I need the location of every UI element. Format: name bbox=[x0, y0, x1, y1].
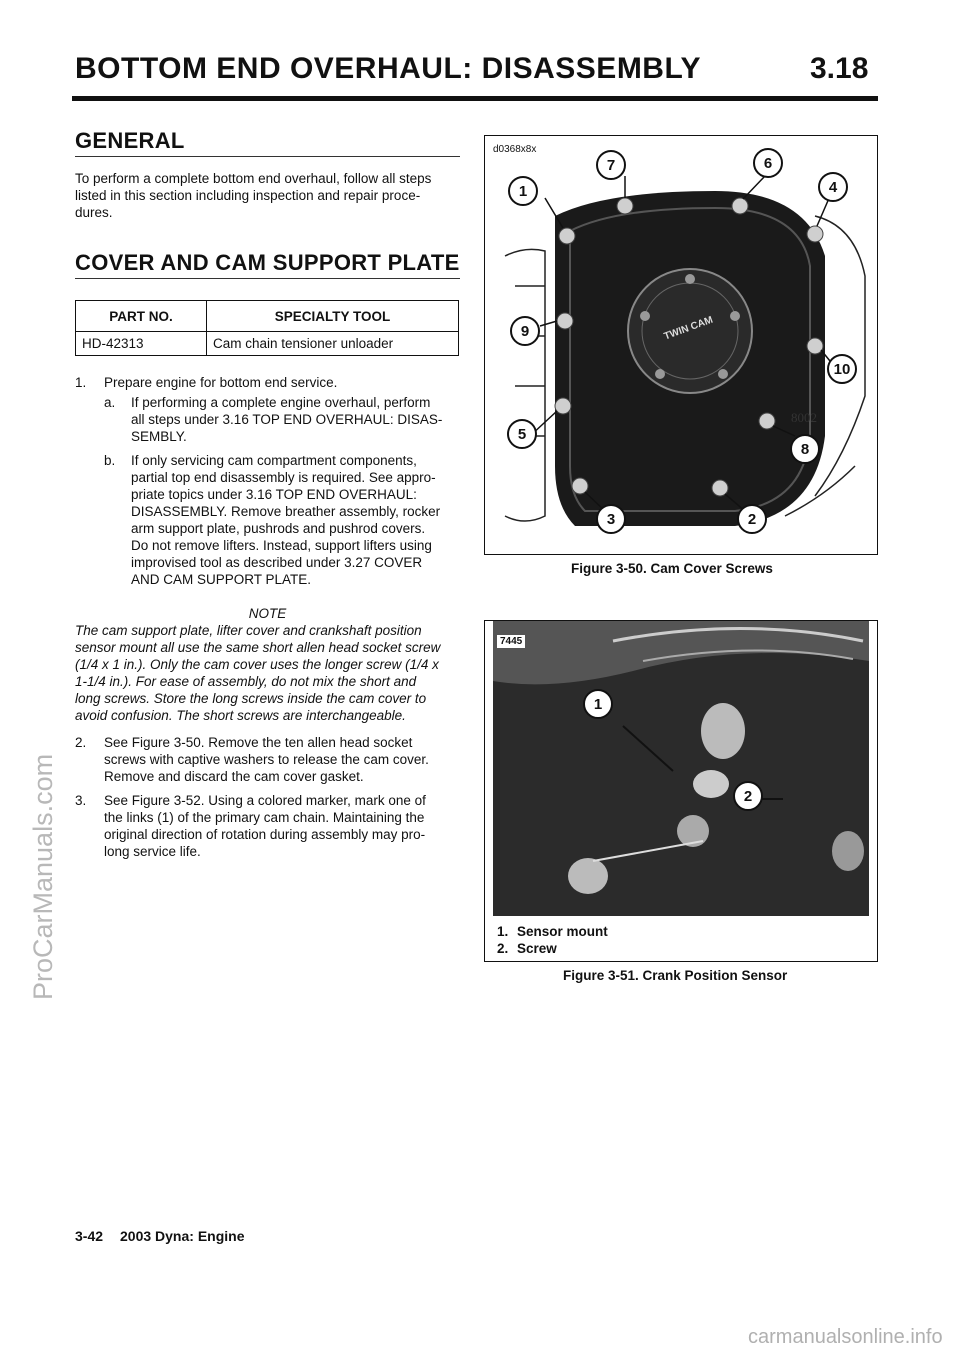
crank-sensor-photo-art bbox=[493, 621, 869, 894]
text-line: The cam support plate, lifter cover and … bbox=[75, 623, 422, 638]
cover-rule bbox=[75, 278, 460, 279]
table-header: PART NO. bbox=[75, 300, 207, 332]
text-line: original direction of rotation during as… bbox=[104, 827, 426, 842]
general-paragraph: To perform a complete bottom end overhau… bbox=[75, 170, 465, 221]
text-line: Remove and discard the cam cover gasket. bbox=[104, 769, 364, 784]
legend-item: 2. Screw bbox=[497, 940, 608, 957]
text-line: avoid confusion. The short screws are in… bbox=[75, 708, 406, 723]
cam-cover-illustration bbox=[504, 175, 866, 526]
legend-number: 2. bbox=[497, 941, 509, 956]
text-line: See Figure 3-52. Using a colored marker,… bbox=[104, 793, 426, 808]
step-2-text: See Figure 3-50. Remove the ten allen he… bbox=[104, 734, 464, 785]
callout-5: 5 bbox=[507, 419, 537, 449]
callout-6: 6 bbox=[753, 148, 783, 178]
footer-page-number: 3-42 bbox=[75, 1228, 104, 1244]
text-line: screws with captive washers to release t… bbox=[104, 752, 429, 767]
general-heading: GENERAL bbox=[75, 128, 185, 153]
figure-legend: 1. Sensor mount 2. Screw bbox=[497, 923, 608, 957]
legend-text: Screw bbox=[517, 941, 557, 956]
text-line: To perform a complete bottom end overhau… bbox=[75, 171, 432, 186]
specialty-tool-table: PART NO. SPECIALTY TOOL HD-42313 Cam cha… bbox=[75, 300, 459, 356]
table-row: HD-42313 Cam chain tensioner unloader bbox=[75, 331, 459, 356]
callout-2: 2 bbox=[733, 781, 763, 811]
callout-2: 2 bbox=[737, 504, 767, 534]
callout-7: 7 bbox=[596, 150, 626, 180]
text-line: Do not remove lifters. Instead, support … bbox=[131, 538, 432, 553]
text-line: AND CAM SUPPORT PLATE. bbox=[131, 572, 312, 587]
figure-id-label: d0368x8x bbox=[493, 144, 537, 155]
text-line: priate topics under 3.16 TOP END OVERHAU… bbox=[131, 487, 417, 502]
text-line: all steps under 3.16 TOP END OVERHAUL: D… bbox=[131, 412, 443, 427]
text-line: See Figure 3-50. Remove the ten allen he… bbox=[104, 735, 413, 750]
cover-heading: COVER AND CAM SUPPORT PLATE bbox=[75, 250, 460, 275]
text-line: improvised tool as described under 3.27 … bbox=[131, 555, 423, 570]
table-cell: HD-42313 bbox=[75, 331, 207, 356]
text-line: (1/4 x 1 in.). Only the cam cover uses t… bbox=[75, 657, 439, 672]
text-line: listed in this section including inspect… bbox=[75, 188, 421, 203]
step-1a-text: If performing a complete engine overhaul… bbox=[131, 394, 463, 445]
note-body: The cam support plate, lifter cover and … bbox=[75, 622, 467, 724]
text-line: the links (1) of the primary cam chain. … bbox=[104, 810, 425, 825]
figure-cam-cover: d0368x8x bbox=[484, 135, 878, 555]
table-cell: Cam chain tensioner unloader bbox=[206, 331, 459, 356]
page-title: BOTTOM END OVERHAUL: DISASSEMBLY bbox=[75, 52, 702, 85]
photo-id-label: 7445 bbox=[497, 635, 526, 648]
step-3-number: 3. bbox=[75, 793, 87, 808]
step-3-text: See Figure 3-52. Using a colored marker,… bbox=[104, 792, 464, 860]
step-1-number: 1. bbox=[75, 375, 87, 390]
callout-10: 10 bbox=[827, 354, 857, 384]
legend-text: Sensor mount bbox=[517, 924, 608, 939]
callout-9: 9 bbox=[510, 316, 540, 346]
figure-crank-sensor: 7445 1 2 1. Sensor mount 2. Screw bbox=[484, 620, 878, 962]
text-line: sensor mount all use the same short alle… bbox=[75, 640, 441, 655]
header-rule bbox=[72, 96, 878, 101]
legend-item: 1. Sensor mount bbox=[497, 923, 608, 940]
text-line: dures. bbox=[75, 205, 113, 220]
text-line: 1-1/4 in.). For ease of assembly, do not… bbox=[75, 674, 417, 689]
text-line: If only servicing cam compartment compon… bbox=[131, 453, 417, 468]
text-line: arm support plate, pushrods and pushrod … bbox=[131, 521, 426, 536]
table-header: SPECIALTY TOOL bbox=[206, 300, 459, 332]
text-line: DISASSEMBLY. Remove breather assembly, r… bbox=[131, 504, 441, 519]
callout-1: 1 bbox=[583, 689, 613, 719]
figure-caption-3-51: Figure 3-51. Crank Position Sensor bbox=[563, 968, 788, 983]
footer-title: 2003 Dyna: Engine bbox=[120, 1228, 245, 1244]
callout-3: 3 bbox=[596, 504, 626, 534]
section-number: 3.18 bbox=[810, 52, 869, 85]
note-heading: NOTE bbox=[248, 606, 287, 621]
general-rule bbox=[75, 156, 460, 157]
stamp-text: 8002 bbox=[791, 410, 817, 425]
bottom-watermark: carmanualsonline.info bbox=[748, 1326, 943, 1348]
side-watermark: ProCarManuals.com bbox=[28, 753, 58, 1000]
step-1-text: Prepare engine for bottom end service. bbox=[104, 375, 338, 390]
step-1b-text: If only servicing cam compartment compon… bbox=[131, 452, 463, 588]
figure-caption-3-50: Figure 3-50. Cam Cover Screws bbox=[571, 561, 773, 576]
legend-number: 1. bbox=[497, 924, 509, 939]
step-1a-letter: a. bbox=[104, 395, 116, 410]
callout-4: 4 bbox=[818, 172, 848, 202]
callout-1: 1 bbox=[508, 176, 538, 206]
text-line: If performing a complete engine overhaul… bbox=[131, 395, 431, 410]
step-1b-letter: b. bbox=[104, 453, 116, 468]
text-line: long service life. bbox=[104, 844, 201, 859]
text-line: SEMBLY. bbox=[131, 429, 187, 444]
text-line: partial top end disassembly is required.… bbox=[131, 470, 436, 485]
step-2-number: 2. bbox=[75, 735, 87, 750]
text-line: long screws. Store the long screws insid… bbox=[75, 691, 427, 706]
crank-sensor-photo: 7445 bbox=[493, 621, 869, 916]
callout-8: 8 bbox=[790, 434, 820, 464]
